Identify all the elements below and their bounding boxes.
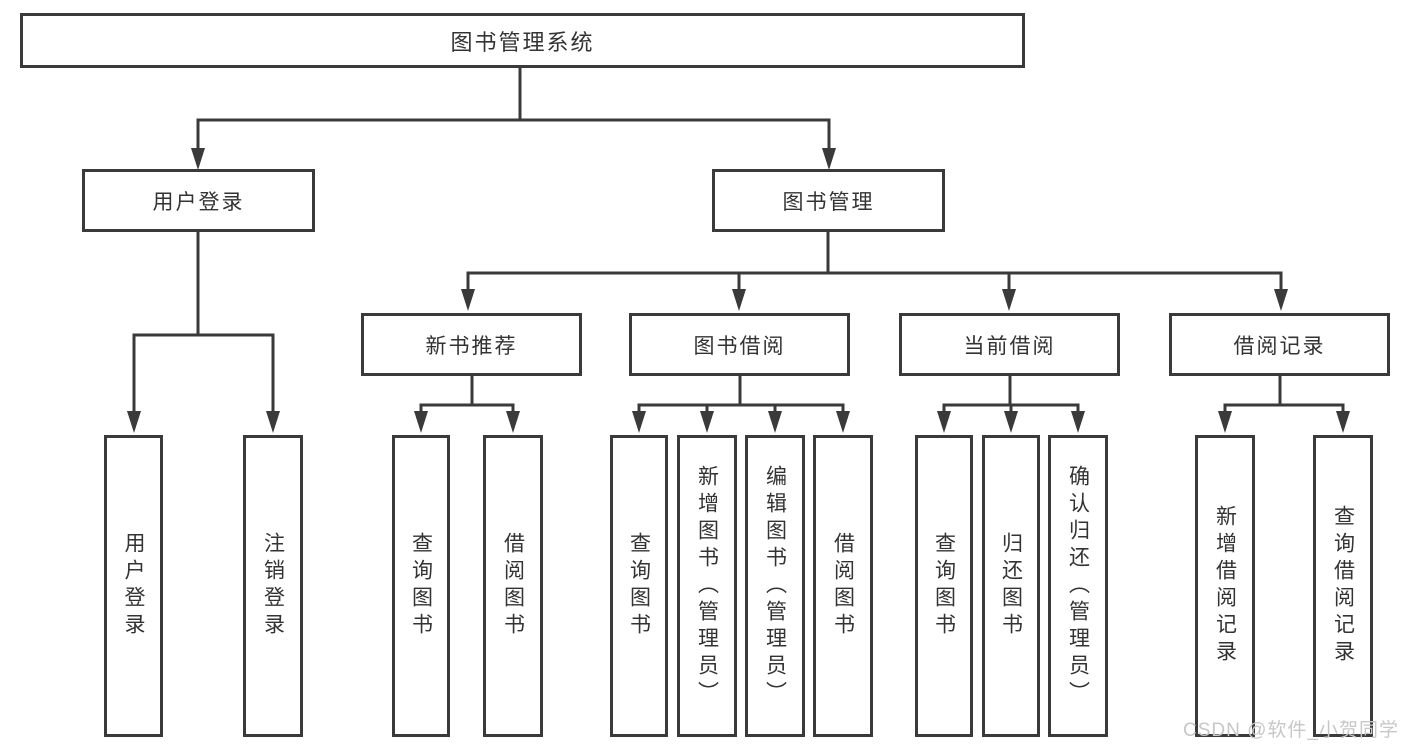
node-book-management-label: 图书管理: [782, 190, 875, 214]
leaf-borrow-book-newrec-label: 借阅图书: [501, 532, 525, 640]
leaf-borrow-book-newrec: 借阅图书: [483, 435, 543, 737]
node-book-borrow: 图书借阅: [629, 313, 850, 376]
leaf-add-book-admin: 新增图书（管理员）: [677, 435, 737, 737]
leaf-query-book-current: 查询图书: [915, 435, 973, 737]
leaf-return-book: 归还图书: [982, 435, 1040, 737]
node-current-borrow-label: 当前借阅: [963, 334, 1056, 358]
node-new-book-recommend: 新书推荐: [361, 313, 582, 376]
leaf-add-book-admin-label: 新增图书（管理员）: [695, 464, 719, 708]
leaf-user-login: 用户登录: [104, 435, 163, 737]
node-user-login: 用户登录: [82, 169, 315, 232]
leaf-query-borrow-record: 查询借阅记录: [1313, 435, 1373, 737]
leaf-query-borrow-record-label: 查询借阅记录: [1331, 505, 1355, 667]
leaf-confirm-return-admin: 确认归还（管理员）: [1048, 435, 1108, 737]
leaf-query-book-newrec: 查询图书: [392, 435, 450, 737]
csdn-watermark: CSDN @软件_小贺同学: [1183, 720, 1399, 741]
arrowhead-icons: [127, 148, 1350, 433]
leaf-edit-book-admin-label: 编辑图书（管理员）: [763, 464, 787, 708]
leaf-logout: 注销登录: [243, 435, 303, 737]
leaf-return-book-label: 归还图书: [999, 532, 1023, 640]
node-new-book-recommend-label: 新书推荐: [425, 334, 518, 358]
leaf-logout-label: 注销登录: [261, 532, 285, 640]
leaf-query-book-borrow-label: 查询图书: [627, 532, 651, 640]
leaf-query-book-current-label: 查询图书: [932, 532, 956, 640]
leaf-confirm-return-admin-label: 确认归还（管理员）: [1066, 464, 1090, 708]
leaf-add-borrow-record: 新增借阅记录: [1195, 435, 1255, 737]
leaf-edit-book-admin: 编辑图书（管理员）: [745, 435, 805, 737]
leaf-add-borrow-record-label: 新增借阅记录: [1213, 505, 1237, 667]
leaf-query-book-borrow: 查询图书: [610, 435, 668, 737]
leaf-query-book-newrec-label: 查询图书: [409, 532, 433, 640]
leaf-borrow-book: 借阅图书: [813, 435, 873, 737]
node-borrow-records: 借阅记录: [1169, 313, 1390, 376]
node-root: 图书管理系统: [20, 13, 1025, 68]
node-borrow-records-label: 借阅记录: [1233, 334, 1326, 358]
node-user-login-label: 用户登录: [152, 190, 245, 214]
node-root-label: 图书管理系统: [450, 29, 595, 55]
leaf-borrow-book-label: 借阅图书: [831, 532, 855, 640]
node-current-borrow: 当前借阅: [899, 313, 1120, 376]
node-book-management: 图书管理: [712, 169, 945, 232]
node-book-borrow-label: 图书借阅: [693, 334, 786, 358]
leaf-user-login-label: 用户登录: [122, 532, 145, 640]
